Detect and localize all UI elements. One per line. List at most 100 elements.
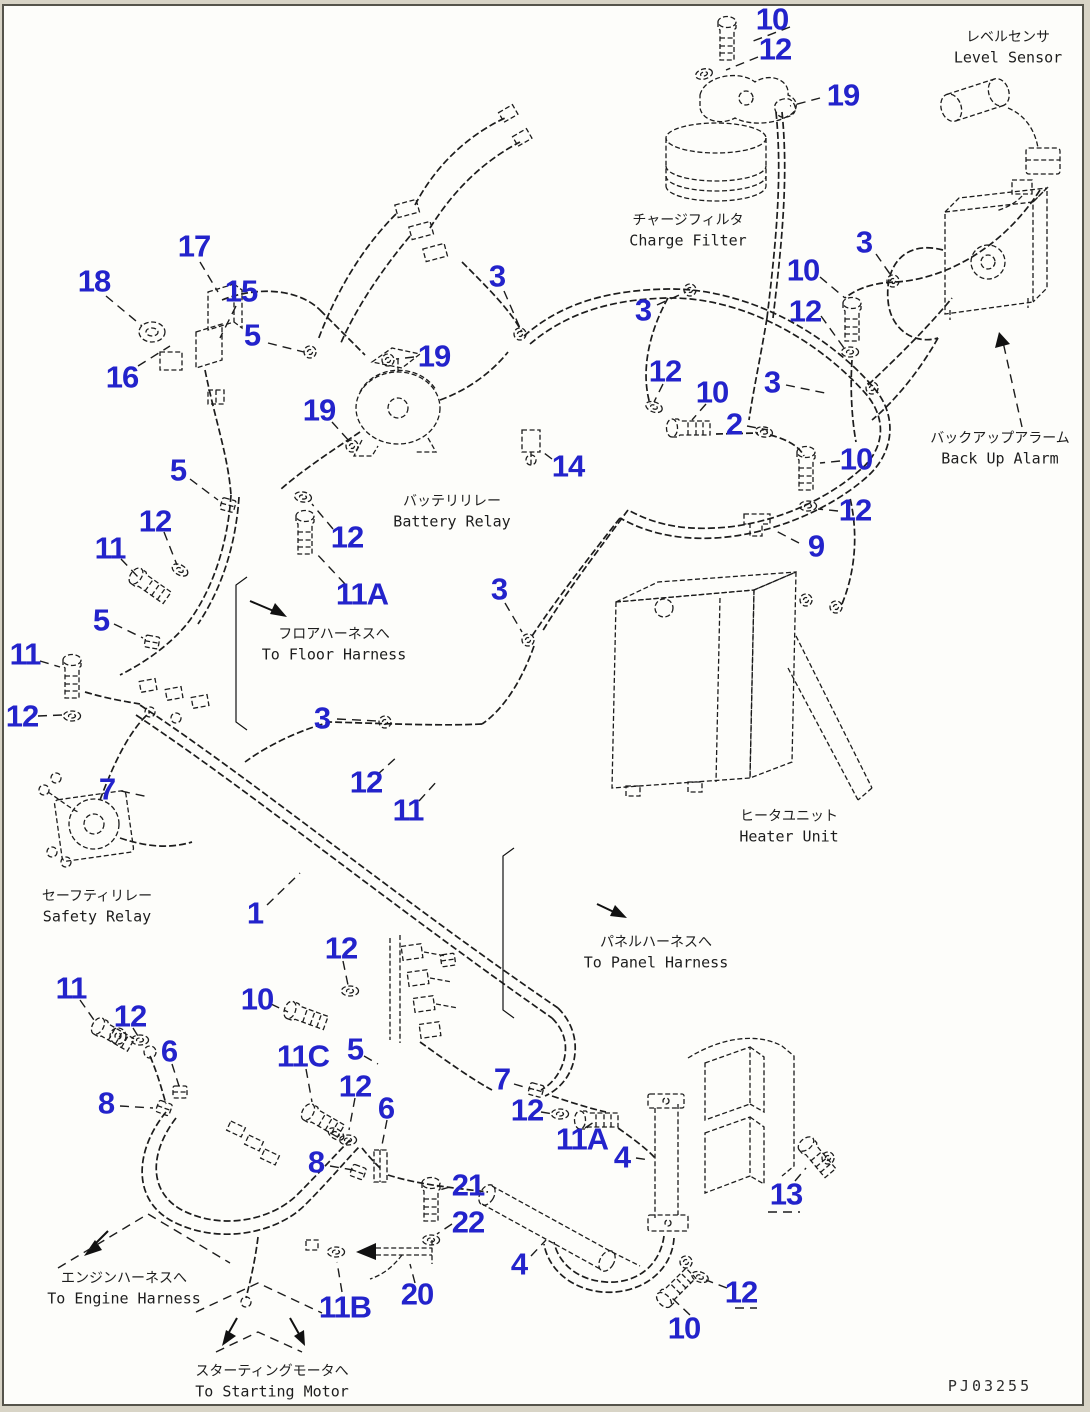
callout-21: 21 (451, 1167, 485, 1203)
callout-4: 4 (510, 1246, 528, 1282)
callout-15: 15 (224, 273, 258, 309)
safety-relay-label-en: Safety Relay (42, 907, 152, 926)
callout-11: 11 (9, 636, 42, 672)
callout-5: 5 (92, 602, 110, 638)
level-sensor-label-jp: レベルセンサ (966, 29, 1050, 46)
callout-14: 14 (551, 448, 585, 484)
fuse-relay-assembly (648, 1038, 794, 1231)
washer-icon (693, 66, 715, 82)
callout-11A: 11A (555, 1121, 609, 1157)
callout-11C: 11C (276, 1038, 330, 1074)
bolt-icon (717, 15, 737, 61)
callout-20: 20 (400, 1276, 434, 1312)
callout-12: 12 (338, 1068, 372, 1104)
ring-terminal-icon (679, 1255, 693, 1269)
to-engine-harness-label: エンジンハーネスへ To Engine Harness (47, 1269, 201, 1308)
callout-5: 5 (243, 317, 261, 353)
callout-12: 12 (113, 998, 147, 1034)
callout-18: 18 (77, 263, 111, 299)
starting-motor-arrow-icon (196, 1283, 322, 1352)
fitting-part-14 (522, 430, 540, 466)
clamp-icon (378, 715, 392, 729)
callout-2: 2 (725, 406, 743, 442)
washer-icon (550, 1108, 570, 1120)
callout-19: 19 (302, 392, 336, 428)
to-panel-harness-label-jp: パネルハーネスへ (600, 934, 712, 951)
callout-22: 22 (451, 1204, 485, 1240)
heater-unit-label-jp: ヒータユニット (740, 808, 838, 825)
level-sensor-label: レベルセンサ Level Sensor (954, 28, 1062, 67)
bolt-icon (653, 1266, 698, 1311)
callout-10: 10 (695, 374, 729, 410)
safety-relay-label: セーフティリレー Safety Relay (42, 887, 152, 926)
clamp-icon (303, 345, 317, 359)
callout-12: 12 (138, 503, 172, 539)
clip-icon (439, 952, 457, 968)
callout-10: 10 (755, 1, 789, 37)
callout-10: 10 (786, 252, 820, 288)
callout-11: 11 (94, 530, 127, 566)
callout-3: 3 (855, 224, 873, 260)
fitting-part-9 (744, 514, 770, 536)
callout-11B: 11B (318, 1289, 372, 1325)
callout-12: 12 (330, 519, 364, 555)
bolt-icon (62, 653, 82, 699)
drawing-number: PJ03255 (947, 1377, 1033, 1395)
callout-7: 7 (98, 771, 116, 807)
boundary-marks (236, 577, 514, 1018)
callout-8: 8 (97, 1085, 115, 1121)
callout-3: 3 (763, 364, 781, 400)
washer-icon (421, 1234, 441, 1246)
relay-cluster-top-left (139, 284, 242, 404)
level-sensor-label-en: Level Sensor (953, 48, 1063, 67)
to-engine-harness-label-jp: エンジンハーネスへ (61, 1270, 187, 1287)
clip-icon (172, 1085, 188, 1099)
callout-8: 8 (307, 1144, 325, 1180)
callout-12: 12 (838, 492, 872, 528)
washer-icon (62, 710, 82, 722)
leader-lines (38, 27, 1022, 1315)
direction-arrows (58, 332, 1010, 1352)
charge-filter-label-en: Charge Filter (629, 231, 747, 250)
washer-icon (130, 1034, 150, 1046)
alarm-label-arrow-icon (995, 332, 1010, 348)
engine-harness-arrow-icon (58, 1214, 230, 1268)
washer-icon (169, 560, 191, 580)
diagram-paper (2, 4, 1084, 1406)
washer-icon (689, 1268, 711, 1286)
callout-12: 12 (510, 1092, 544, 1128)
bolt-icon (298, 1100, 347, 1140)
callout-12: 12 (324, 930, 358, 966)
to-starting-motor-label-jp: スターティングモータへ (195, 1363, 349, 1380)
callout-19: 19 (826, 77, 860, 113)
to-engine-harness-label-en: To Engine Harness (47, 1289, 201, 1308)
callout-10: 10 (240, 981, 274, 1017)
charge-filter-part (666, 76, 796, 201)
callout-7: 7 (493, 1061, 511, 1097)
callout-12: 12 (724, 1274, 758, 1310)
callout-12: 12 (758, 31, 792, 67)
safety-relay-label-jp: セーフティリレー (41, 888, 153, 905)
back-up-alarm-label-en: Back Up Alarm (941, 449, 1059, 468)
washer-icon (326, 1246, 346, 1258)
bracket-part-20 (356, 1240, 432, 1279)
callout-3: 3 (313, 700, 331, 736)
clamp-icon (513, 327, 527, 341)
heater-unit-part (612, 572, 872, 800)
wire-harness (85, 112, 1040, 1298)
wire-clamps (143, 274, 900, 1181)
callout-1: 1 (246, 895, 264, 931)
to-floor-harness-label-jp: フロアハーネスへ (278, 626, 390, 643)
bolt-icon (842, 296, 862, 342)
washer-icon (840, 346, 860, 358)
battery-relay-label-jp: バッテリリレー (403, 493, 501, 510)
bolt-icon (794, 1133, 838, 1180)
